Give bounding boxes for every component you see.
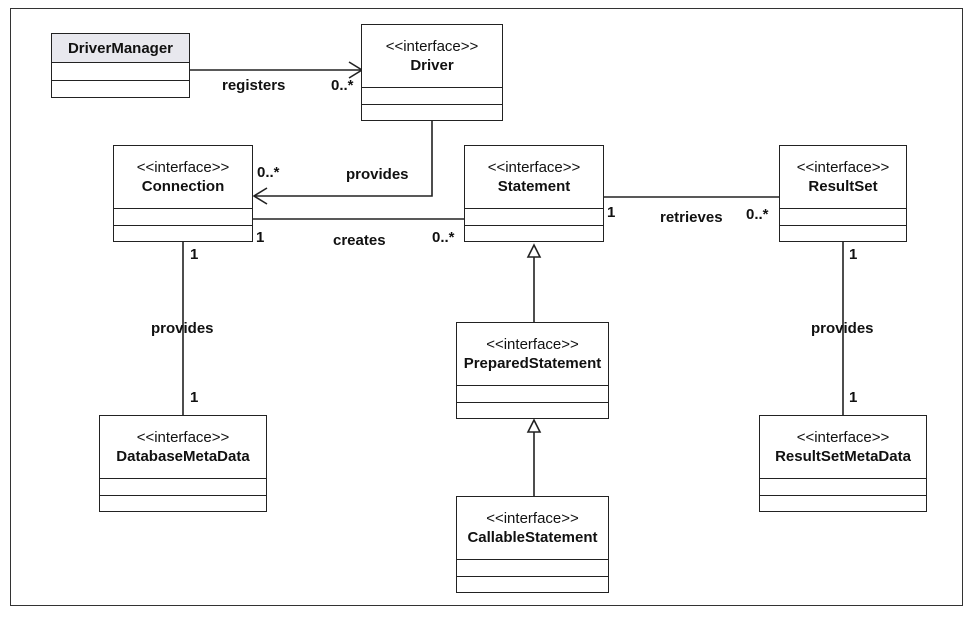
class-name: DatabaseMetaData — [116, 448, 250, 465]
stereotype: <<interface>> — [136, 159, 230, 176]
class-name: CallableStatement — [467, 529, 598, 546]
stereotype: <<interface>> — [486, 336, 579, 353]
class-name: DriverManager — [67, 39, 174, 57]
rs-provides-label: provides — [811, 320, 874, 337]
class-name: ResultSet — [808, 178, 878, 195]
attributes-compartment — [457, 559, 608, 576]
stereotype: <<interface>> — [796, 429, 890, 446]
stereotype: <<interface>> — [486, 510, 579, 527]
conn-provides-target-multiplicity: 1 — [190, 389, 199, 406]
rs-provides-source-multiplicity: 1 — [849, 246, 858, 263]
operations-compartment — [114, 225, 252, 242]
conn-provides-source-multiplicity: 1 — [190, 246, 199, 263]
retrieves-label: retrieves — [660, 209, 723, 226]
callable-extends-arrowhead — [526, 418, 542, 433]
creates-source-multiplicity: 1 — [256, 229, 265, 246]
operations-compartment — [465, 225, 603, 242]
class-name: Driver — [410, 57, 454, 74]
class-name-compartment: <<interface>> Driver — [362, 25, 502, 87]
operations-compartment — [52, 80, 189, 98]
class-statement[interactable]: <<interface>> Statement — [464, 145, 604, 242]
stereotype: <<interface>> — [385, 38, 479, 55]
operations-compartment — [760, 495, 926, 512]
class-name-compartment: <<interface>> Statement — [465, 146, 603, 208]
class-name-compartment: DriverManager — [52, 34, 189, 62]
attributes-compartment — [52, 62, 189, 80]
class-name: PreparedStatement — [463, 355, 602, 372]
rs-provides-target-multiplicity: 1 — [849, 389, 858, 406]
attributes-compartment — [100, 478, 266, 495]
operations-compartment — [457, 402, 608, 419]
creates-label: creates — [333, 232, 386, 249]
diagram-frame — [10, 8, 963, 606]
operations-compartment — [780, 225, 906, 242]
registers-label: registers — [222, 77, 286, 94]
attributes-compartment — [457, 385, 608, 402]
retrieves-source-multiplicity: 1 — [607, 204, 616, 221]
stereotype: <<interface>> — [136, 429, 230, 446]
operations-compartment — [457, 576, 608, 593]
registers-target-multiplicity: 0..* — [331, 77, 354, 94]
class-name: Statement — [497, 178, 571, 195]
driver-provides-target-multiplicity: 0..* — [257, 164, 280, 181]
class-driver[interactable]: <<interface>> Driver — [361, 24, 503, 121]
class-name-compartment: <<interface>> PreparedStatement — [457, 323, 608, 385]
operations-compartment — [362, 104, 502, 121]
class-driver-manager[interactable]: DriverManager — [51, 33, 190, 98]
class-name: ResultSetMetaData — [775, 448, 911, 465]
class-result-set-meta-data[interactable]: <<interface>> ResultSetMetaData — [759, 415, 927, 512]
attributes-compartment — [760, 478, 926, 495]
prepared-extends-arrowhead — [526, 243, 542, 258]
retrieves-target-multiplicity: 0..* — [746, 206, 769, 223]
class-name: Connection — [141, 178, 225, 195]
attributes-compartment — [465, 208, 603, 225]
attributes-compartment — [362, 87, 502, 104]
driver-provides-line — [254, 121, 433, 197]
class-name-compartment: <<interface>> DatabaseMetaData — [100, 416, 266, 478]
class-result-set[interactable]: <<interface>> ResultSet — [779, 145, 907, 242]
driver-provides-label: provides — [346, 166, 409, 183]
creates-target-multiplicity: 0..* — [432, 229, 455, 246]
class-name-compartment: <<interface>> ResultSetMetaData — [760, 416, 926, 478]
conn-provides-label: provides — [151, 320, 214, 337]
class-name-compartment: <<interface>> CallableStatement — [457, 497, 608, 559]
class-connection[interactable]: <<interface>> Connection — [113, 145, 253, 242]
operations-compartment — [100, 495, 266, 512]
attributes-compartment — [780, 208, 906, 225]
stereotype: <<interface>> — [796, 159, 890, 176]
driver-provides-arrowhead — [252, 187, 268, 205]
class-callable-statement[interactable]: <<interface>> CallableStatement — [456, 496, 609, 593]
class-prepared-statement[interactable]: <<interface>> PreparedStatement — [456, 322, 609, 419]
attributes-compartment — [114, 208, 252, 225]
class-database-meta-data[interactable]: <<interface>> DatabaseMetaData — [99, 415, 267, 512]
class-name-compartment: <<interface>> ResultSet — [780, 146, 906, 208]
stereotype: <<interface>> — [487, 159, 581, 176]
class-name-compartment: <<interface>> Connection — [114, 146, 252, 208]
